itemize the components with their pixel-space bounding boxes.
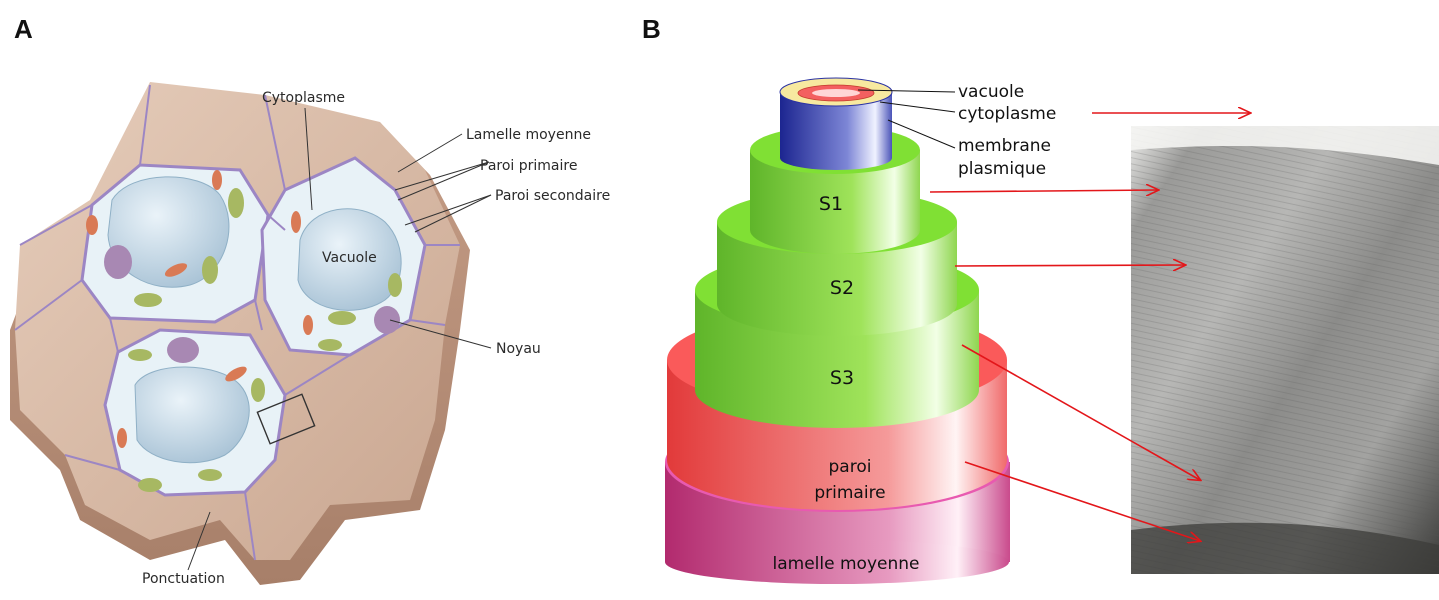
panel-b-leader-lines bbox=[857, 89, 956, 149]
chloroplast bbox=[202, 256, 218, 284]
mitochondria bbox=[225, 366, 247, 382]
label-membrane: membrane bbox=[958, 136, 1051, 156]
chloroplast bbox=[198, 469, 222, 481]
label-noyau: Noyau bbox=[496, 341, 541, 357]
label-paroi-primaire: Paroi primaire bbox=[480, 158, 577, 174]
layer-s2-bottom bbox=[717, 272, 957, 336]
label-lamelle-moyenne: Lamelle moyenne bbox=[466, 127, 591, 143]
chloroplast bbox=[138, 478, 162, 492]
layer-paroi-primaire-bottom bbox=[667, 410, 1007, 510]
label-s3: S3 bbox=[830, 367, 854, 389]
chloroplast bbox=[388, 273, 402, 297]
label-s1: S1 bbox=[819, 193, 843, 215]
arrow-s3 bbox=[961, 344, 1200, 480]
arrow-paroi-primaire bbox=[964, 461, 1200, 541]
vacuole-highlight bbox=[812, 89, 860, 97]
label-cytoplasme: Cytoplasme bbox=[262, 90, 345, 106]
chloroplast bbox=[228, 188, 244, 218]
panel-b-arrows bbox=[929, 113, 1250, 541]
panel-b-wall-layers: S1 S2 S3 paroi primaire lamelle moyenne … bbox=[665, 77, 1056, 584]
chloroplast bbox=[318, 339, 342, 351]
label-paroi-secondaire: Paroi secondaire bbox=[495, 188, 610, 204]
arrow-s2 bbox=[954, 265, 1185, 266]
label-s2: S2 bbox=[830, 277, 854, 299]
label-cytoplasme: cytoplasme bbox=[958, 104, 1056, 124]
mitochondria bbox=[86, 215, 98, 235]
mitochondria bbox=[303, 315, 313, 335]
cell-1-nucleus bbox=[104, 245, 132, 279]
layer-membrane-bottom bbox=[780, 146, 892, 170]
mitochondria bbox=[291, 211, 301, 233]
layer-lamelle-moyenne-bottom bbox=[665, 540, 1009, 584]
mitochondria bbox=[164, 263, 188, 277]
cell-3-nucleus bbox=[167, 337, 199, 363]
label-vacuole: Vacuole bbox=[322, 250, 377, 266]
pit-field-box bbox=[256, 393, 316, 445]
chloroplast bbox=[134, 293, 162, 307]
label-primaire: primaire bbox=[814, 483, 885, 503]
chloroplast bbox=[328, 311, 356, 325]
panel-b-letter: B bbox=[642, 14, 661, 44]
label-plasmique: plasmique bbox=[958, 159, 1046, 179]
chloroplast bbox=[128, 349, 152, 361]
label-vacuole: vacuole bbox=[958, 82, 1024, 102]
electron-micrograph bbox=[1131, 126, 1439, 574]
panel-a-leader-lines bbox=[187, 107, 492, 571]
middle-lamella-network bbox=[14, 84, 460, 561]
label-ponctuation: Ponctuation bbox=[142, 571, 225, 587]
panel-a-letter: A bbox=[14, 14, 33, 44]
panel-a-cell-illustration: Cytoplasme Lamelle moyenne Paroi primair… bbox=[10, 82, 610, 587]
layer-s1-bottom bbox=[750, 206, 920, 254]
cell-2-vacuole bbox=[297, 208, 402, 311]
label-paroi: paroi bbox=[829, 457, 872, 477]
cell-3-vacuole bbox=[134, 366, 250, 464]
mitochondria bbox=[212, 170, 222, 190]
label-lamelle-moyenne: lamelle moyenne bbox=[773, 554, 920, 574]
mitochondria bbox=[117, 428, 127, 448]
arrow-s1 bbox=[929, 190, 1158, 192]
layer-s3-bottom bbox=[695, 352, 979, 428]
cell-2-nucleus bbox=[374, 306, 400, 334]
chloroplast bbox=[251, 378, 265, 402]
